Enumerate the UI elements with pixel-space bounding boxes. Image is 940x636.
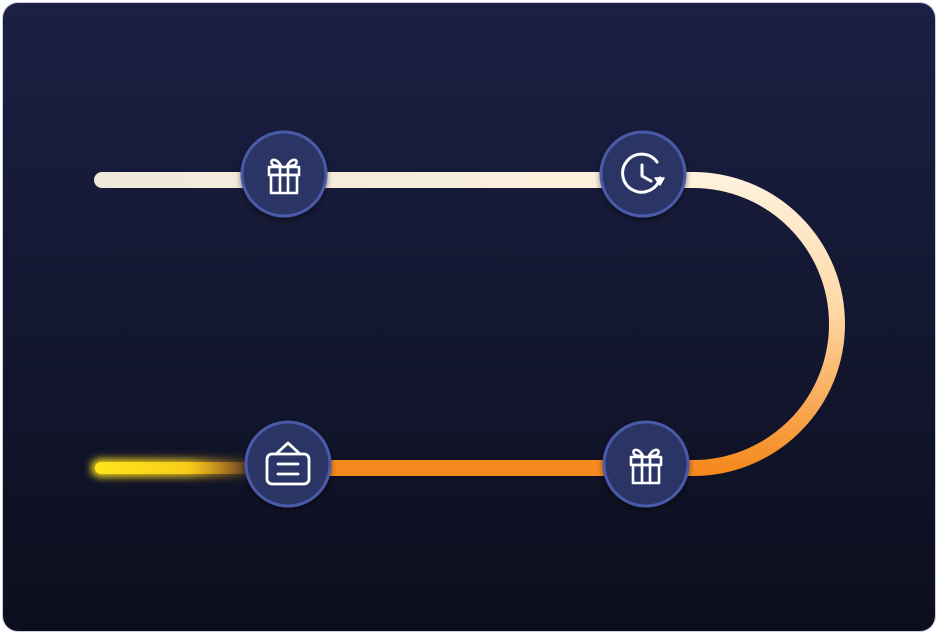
- milestone-node-4[interactable]: [244, 420, 332, 508]
- milestone-node-1[interactable]: [240, 130, 328, 218]
- journey-canvas: [3, 3, 935, 631]
- card-background: [3, 3, 935, 631]
- notice-board-icon: [265, 441, 311, 486]
- gift-icon: [629, 448, 663, 485]
- clock-rotate-icon: [621, 152, 665, 194]
- milestone-node-2[interactable]: [599, 130, 687, 218]
- gift-icon: [267, 158, 301, 195]
- track-start-head: [95, 462, 260, 474]
- track-curve: [692, 172, 846, 476]
- milestone-node-3[interactable]: [602, 420, 690, 508]
